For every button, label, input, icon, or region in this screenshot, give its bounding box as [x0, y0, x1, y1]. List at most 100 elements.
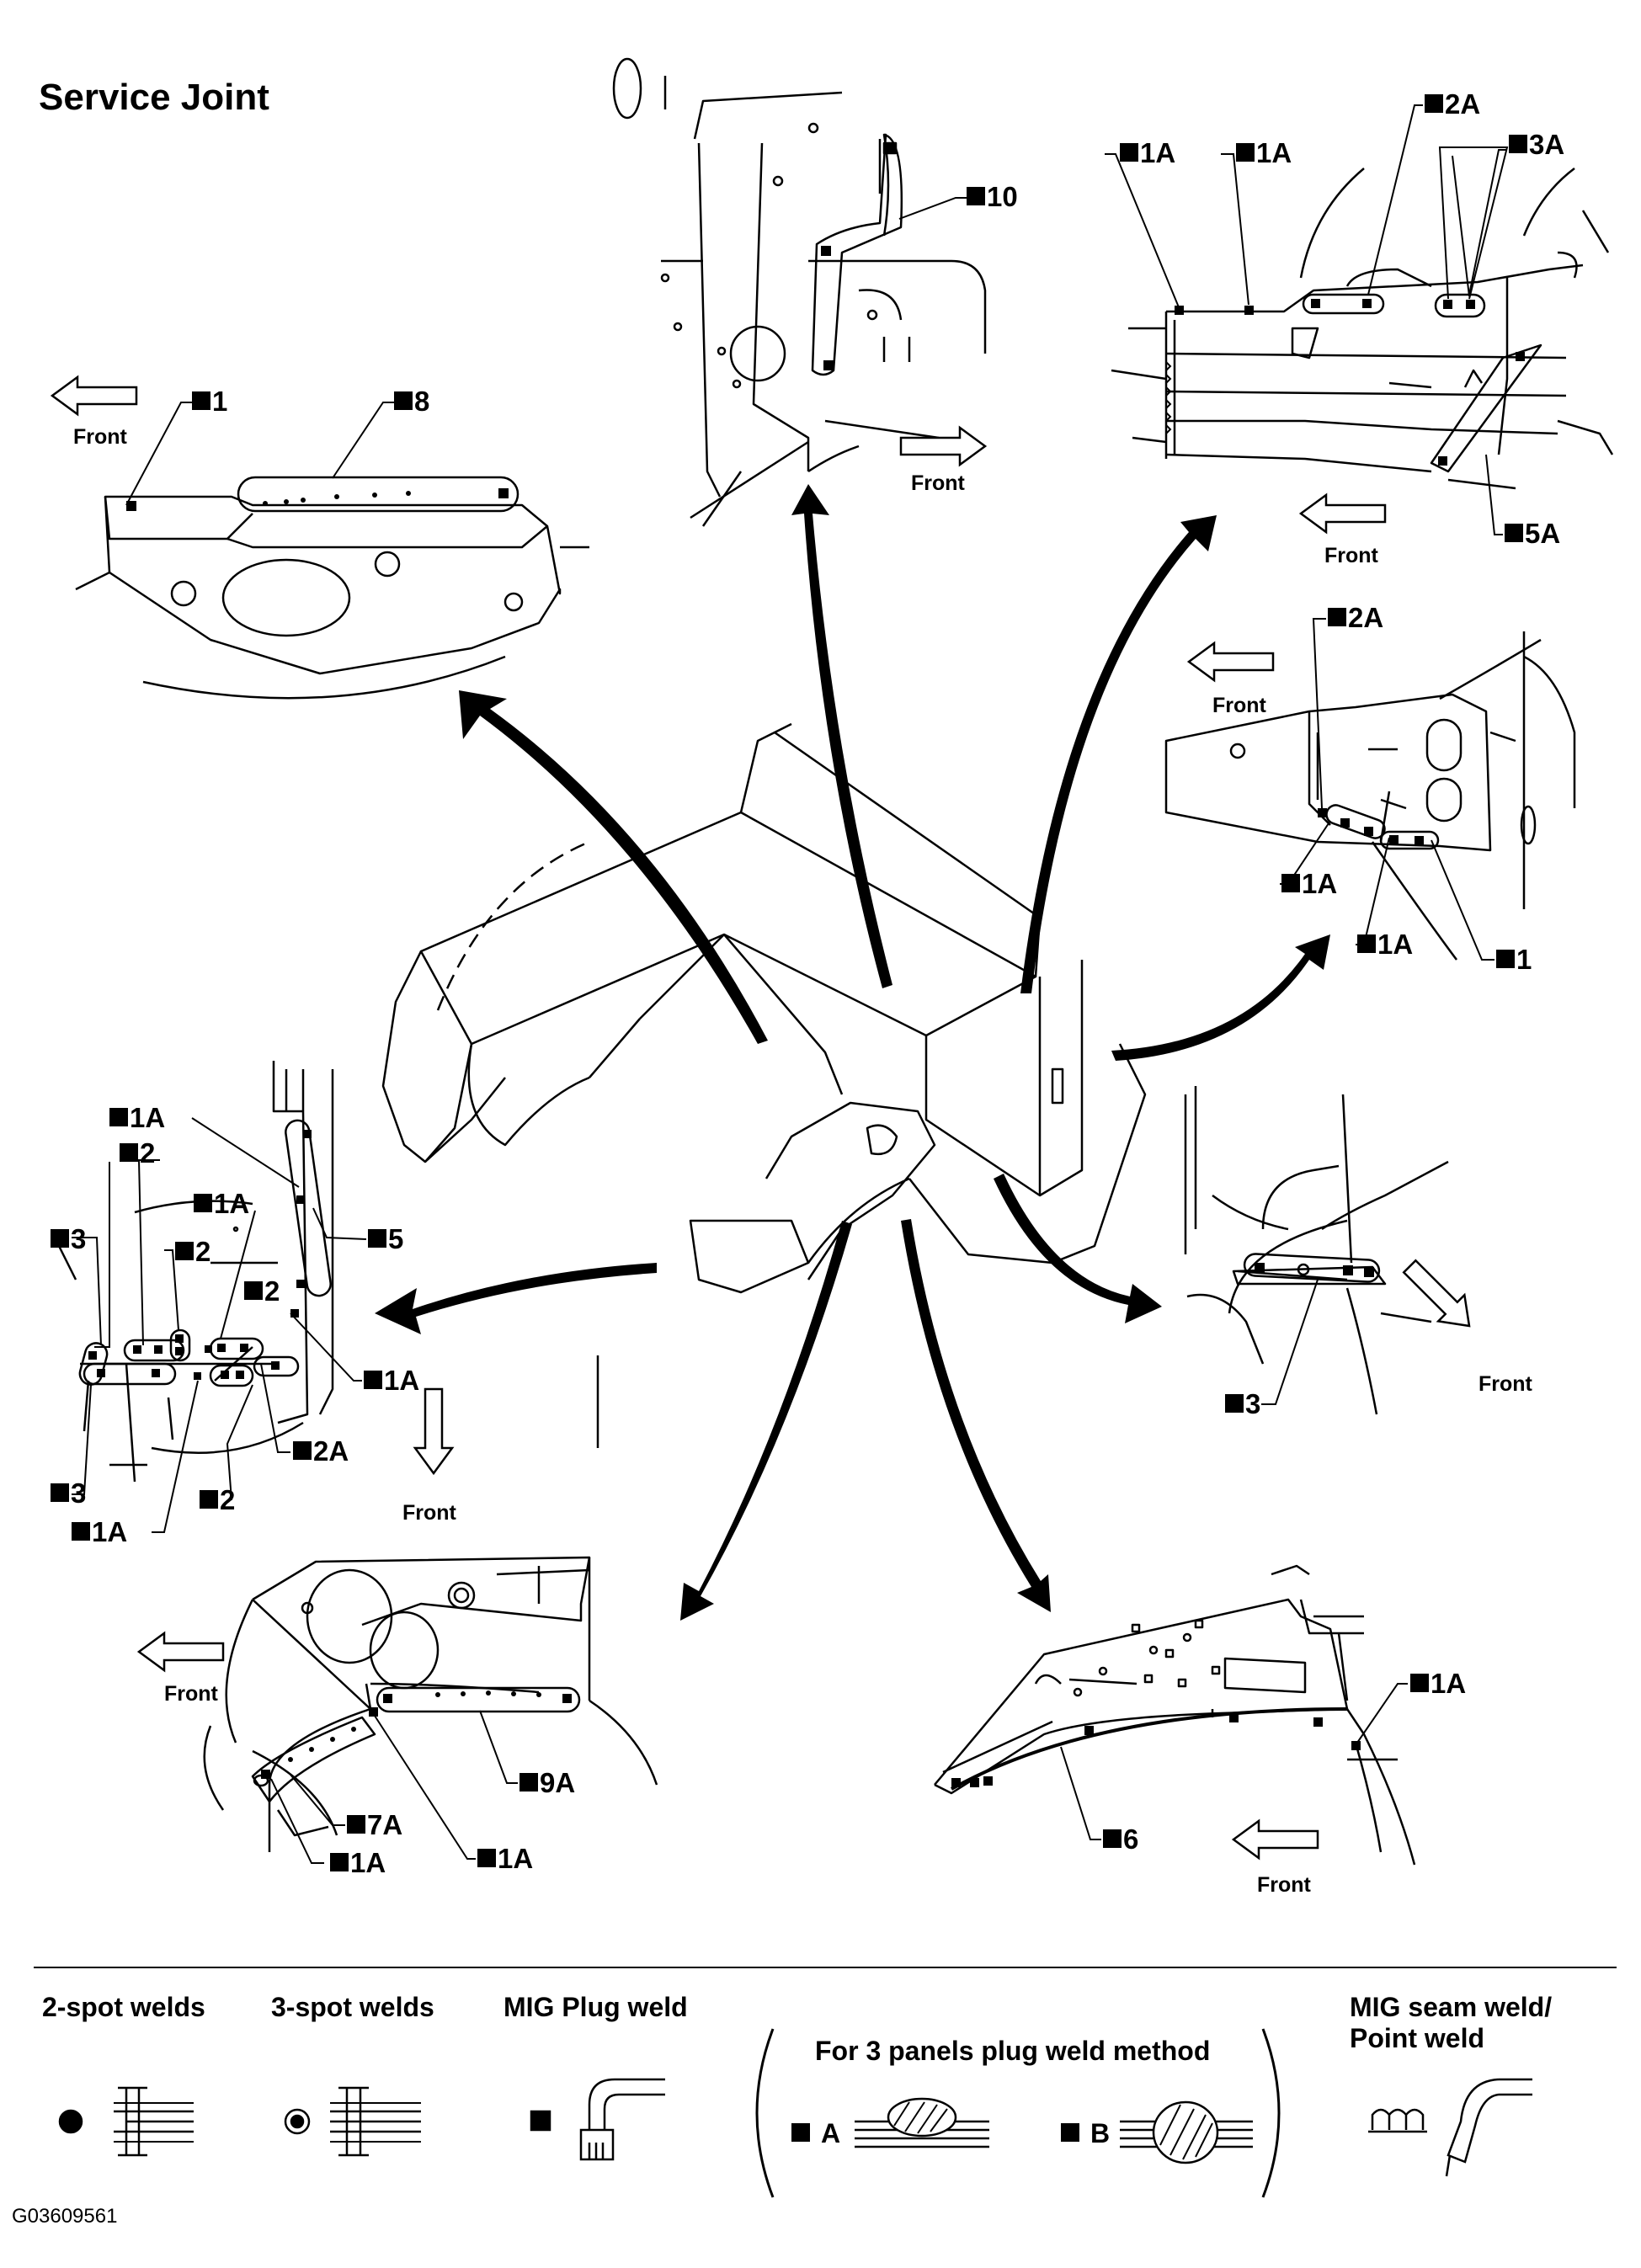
central-front-body-assembly [381, 722, 1147, 1294]
view-1-markers [126, 488, 509, 511]
svg-text:2: 2 [195, 1236, 210, 1267]
view-1-front-indicator: Front [51, 375, 138, 449]
svg-text:A: A [821, 2118, 840, 2148]
svg-text:2: 2 [220, 1484, 235, 1515]
view-5-markers [88, 1130, 312, 1380]
svg-text:3: 3 [71, 1223, 86, 1254]
legend-3-spot-label: 3-spot welds [271, 1992, 434, 2022]
view-8-markers [951, 1713, 1361, 1787]
svg-text:1: 1 [1516, 944, 1532, 975]
label-v7-1a-a: 1A [330, 1847, 386, 1878]
legend-mig-plug-label: MIG Plug weld [503, 1992, 688, 2022]
svg-text:2A: 2A [1445, 88, 1480, 120]
detail-view-4 [1164, 631, 1576, 961]
svg-text:3: 3 [1245, 1388, 1260, 1419]
svg-text:1A: 1A [1431, 1668, 1466, 1699]
svg-text:1A: 1A [1140, 137, 1175, 168]
svg-text:6: 6 [1123, 1823, 1138, 1855]
label-v4-1a-a: 1A [1281, 868, 1337, 899]
label-v3-3a: 3A [1509, 129, 1564, 160]
label-v4-2a: 2A [1328, 602, 1383, 633]
svg-text:1A: 1A [130, 1102, 165, 1133]
svg-text:7A: 7A [367, 1809, 402, 1840]
label-v5-1a-top: 1A [109, 1102, 165, 1133]
legend-close-paren [1261, 2028, 1281, 2198]
plug-weld-method-b-symbol: B [1061, 2100, 1253, 2164]
label-v7-1a-b: 1A [477, 1843, 533, 1874]
legend-mig-seam-line2: Point weld [1350, 2023, 1484, 2053]
svg-text:1A: 1A [498, 1843, 533, 1874]
svg-text:8: 8 [414, 386, 429, 417]
svg-text:9A: 9A [540, 1767, 575, 1798]
svg-text:Front: Front [1324, 544, 1379, 567]
svg-text:1A: 1A [1302, 868, 1337, 899]
page-title: Service Joint [39, 77, 269, 118]
svg-text:Front: Front [164, 1682, 219, 1706]
svg-text:1: 1 [212, 386, 227, 417]
legend: 2-spot welds 3-spot welds MIG Plug weld … [42, 1992, 1552, 2198]
svg-text:2A: 2A [313, 1435, 349, 1467]
label-v8-6: 6 [1103, 1823, 1138, 1855]
label-v5-2-mid: 2 [175, 1236, 210, 1267]
svg-text:Front: Front [1212, 694, 1267, 717]
label-v5-3-bot: 3 [51, 1477, 86, 1509]
svg-text:Front: Front [402, 1501, 457, 1525]
detail-view-2 [612, 57, 987, 527]
svg-text:5A: 5A [1525, 518, 1560, 549]
view-7-front-indicator: Front [137, 1632, 225, 1706]
view-8-callouts [1060, 1683, 1408, 1840]
label-v5-3-left: 3 [51, 1223, 86, 1254]
arrow-to-view-8 [901, 1219, 1051, 1612]
label-v4-1: 1 [1496, 944, 1532, 975]
svg-text:3A: 3A [1529, 129, 1564, 160]
view-7-markers [261, 1690, 572, 1779]
svg-text:1A: 1A [1256, 137, 1292, 168]
svg-text:Front: Front [1257, 1873, 1312, 1897]
arrow-to-view-4 [1111, 934, 1330, 1061]
view-4-callouts [1280, 618, 1494, 961]
label-v3-1a-b: 1A [1236, 137, 1292, 168]
label-v6-3: 3 [1225, 1388, 1260, 1419]
label-v1-1: 1 [192, 386, 227, 417]
detail-view-3 [1111, 168, 1614, 490]
label-v8-1a: 1A [1410, 1668, 1466, 1699]
view-6-markers [1255, 1263, 1374, 1277]
label-v5-2-top: 2 [120, 1137, 155, 1169]
view-2-callouts [898, 197, 967, 220]
label-v7-9a: 9A [519, 1767, 575, 1798]
view-6-callouts [1261, 1279, 1319, 1405]
mig-plug-weld-symbol [530, 2078, 665, 2161]
svg-text:B: B [1090, 2118, 1110, 2148]
svg-text:1A: 1A [350, 1847, 386, 1878]
label-v5-1a-right: 1A [364, 1365, 419, 1396]
label-v1-8: 8 [394, 386, 429, 417]
label-v3-1a-a: 1A [1120, 137, 1175, 168]
svg-text:2: 2 [264, 1275, 280, 1307]
arrow-to-view-5 [375, 1263, 657, 1334]
label-v5-5: 5 [368, 1223, 403, 1254]
view-8-front-indicator: Front [1232, 1819, 1319, 1897]
svg-text:1A: 1A [92, 1516, 127, 1547]
legend-3-panels-label: For 3 panels plug weld method [815, 2036, 1210, 2066]
legend-2-spot-label: 2-spot welds [42, 1992, 205, 2022]
legend-mig-seam-line1: MIG seam weld/ [1350, 1992, 1552, 2022]
arrow-to-view-7 [680, 1221, 852, 1621]
view-4-markers [1318, 808, 1424, 845]
plug-weld-method-a-symbol: A [791, 2097, 989, 2148]
view-5-callouts [72, 1117, 367, 1533]
detail-view-8 [934, 1564, 1416, 1866]
detail-view-6 [1184, 1086, 1449, 1415]
view-4-front-indicator: Front [1187, 642, 1275, 717]
view-3-callouts [1105, 104, 1509, 535]
view-6-front-indicator: Front [1395, 1252, 1533, 1396]
part-labels: 1 8 10 1A 1A 2A 3A 5A 2A 1A 1A 1 1A 2 1A… [51, 88, 1564, 1878]
three-spot-weld-symbol [284, 2086, 421, 2157]
svg-text:Front: Front [1478, 1372, 1533, 1396]
svg-text:Front: Front [911, 471, 966, 495]
view-3-front-indicator: Front [1299, 493, 1387, 567]
label-v5-2a: 2A [293, 1435, 349, 1467]
view-2-front-indicator: Front [899, 426, 987, 495]
svg-text:Front: Front [73, 425, 128, 449]
svg-text:2A: 2A [1348, 602, 1383, 633]
